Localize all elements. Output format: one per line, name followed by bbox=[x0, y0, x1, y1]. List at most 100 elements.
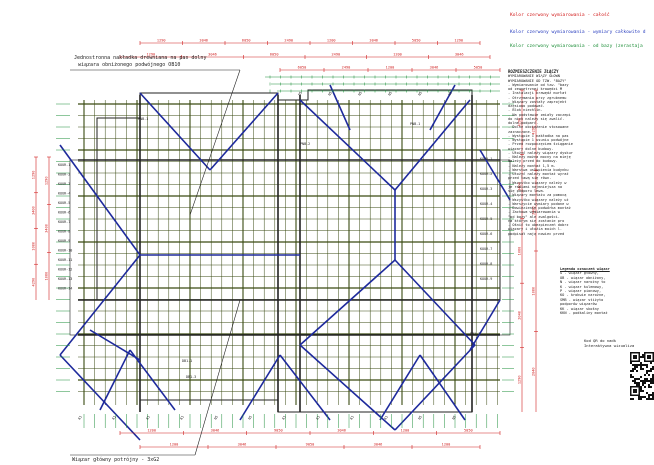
qr-module bbox=[638, 378, 640, 380]
qr-module bbox=[638, 396, 640, 398]
side-note-line: podpisał nają nowiec przed bbox=[508, 231, 565, 236]
qr-module bbox=[648, 380, 650, 382]
hip-rafter bbox=[394, 99, 471, 191]
dim-value: 3400 bbox=[32, 206, 36, 215]
dim-value: 3400 bbox=[45, 224, 49, 233]
qr-module bbox=[650, 386, 652, 388]
legend-green-text: Kolor czerwony wymiarowania - od bazy (z… bbox=[510, 44, 643, 49]
side-notes-list: - Wymiarowanie od tzw. "bazy od zewnętrz… bbox=[508, 83, 654, 236]
side-note-line: - Wszystko wiązary należy w bbox=[508, 180, 567, 185]
truss-label-right: KOUR-6 bbox=[480, 232, 492, 236]
qr-module bbox=[636, 378, 638, 380]
qr-module bbox=[632, 368, 634, 370]
side-note-line: na którym się zostanie pro bbox=[508, 218, 565, 223]
side-note-line: wiązary i ułożia moich l. bbox=[508, 227, 563, 232]
qr-module bbox=[642, 384, 644, 386]
truss-label-left: KOUR-11 bbox=[58, 258, 72, 262]
qr-module bbox=[646, 398, 648, 400]
qr-module bbox=[634, 382, 636, 384]
qr-module bbox=[642, 356, 644, 358]
dim-value: 3046 bbox=[238, 443, 247, 447]
side-note-line: od zewnętrznej krawędzi M bbox=[508, 87, 563, 91]
truss-legend-heading: Legenda oznaczeń wiązar bbox=[560, 267, 610, 271]
dim-value: 3400 bbox=[518, 182, 522, 191]
qr-module bbox=[634, 368, 636, 370]
truss-label-left: KOUR-12 bbox=[58, 268, 72, 272]
dim-value: 1290 bbox=[45, 177, 49, 186]
qr-module bbox=[634, 366, 636, 368]
legend-blue-text: Kolor czerwony wymiarowania - wymiary ca… bbox=[510, 30, 646, 35]
bottom-note: Wiązar główny potrójny - 3xG2 bbox=[72, 457, 160, 463]
dim-value: 1200 bbox=[401, 429, 410, 433]
side-note-line: "od bazy" ale zwalgości. bbox=[508, 214, 560, 219]
qr-module bbox=[642, 382, 644, 384]
truss-label-bottom: K1 bbox=[349, 415, 355, 421]
qr-module bbox=[646, 364, 648, 366]
side-note-line: - Wiązary zostały zaprojekt bbox=[508, 99, 567, 104]
beam-label: PNB-1 bbox=[410, 122, 420, 126]
qr-module bbox=[644, 386, 646, 388]
qr-module bbox=[636, 382, 638, 384]
side-note-line: - Ułożyć należy wiązary dyskur bbox=[508, 150, 573, 155]
dim-value: 1200 bbox=[393, 53, 402, 57]
qr-module bbox=[640, 362, 642, 364]
truss-label-top: N5 bbox=[447, 91, 453, 97]
truss-legend-item: KO - krokwie narożne, bbox=[560, 293, 606, 298]
truss-label-left: KOUR-14 bbox=[58, 287, 72, 291]
qr-module bbox=[652, 380, 654, 382]
hip-rafter bbox=[299, 344, 396, 431]
dim-value: 1080 bbox=[532, 287, 536, 296]
qr-caption-line2: Interaktywna wizualiza bbox=[584, 343, 635, 348]
qr-module bbox=[642, 390, 644, 392]
qr-module bbox=[642, 364, 644, 366]
truss-label-left: KOUR-3 bbox=[58, 182, 70, 186]
truss-label-left: KOUR-5 bbox=[58, 201, 70, 205]
hip-rafter bbox=[429, 84, 456, 131]
qr-code-icon[interactable] bbox=[630, 352, 654, 400]
truss-legend-item: SMB - wiązar stiżyto bbox=[560, 297, 604, 302]
dim-value: 4290 bbox=[518, 118, 522, 127]
dim-value: 2490 bbox=[342, 66, 351, 70]
qr-module bbox=[652, 376, 654, 378]
dim-value: 5050 bbox=[464, 429, 473, 433]
qr-module bbox=[650, 398, 652, 400]
truss-legend-item: K - wiązar kulemowy, bbox=[560, 284, 604, 289]
truss-label-left: KOUR-6 bbox=[58, 211, 70, 215]
dim-value: 1200 bbox=[327, 39, 336, 43]
qr-module bbox=[648, 370, 650, 372]
dim-value: 6050 bbox=[298, 66, 307, 70]
wall-plate bbox=[69, 159, 511, 336]
truss-label-right: KOUR-1 bbox=[480, 157, 492, 161]
qr-module bbox=[646, 370, 648, 372]
hip-rafter bbox=[129, 349, 176, 411]
side-note-line: - Wiązary montażu za pomocą bbox=[508, 193, 567, 198]
hip-rafter bbox=[394, 259, 476, 346]
qr-module bbox=[640, 376, 642, 378]
truss-label-left: KOUR-13 bbox=[58, 277, 72, 281]
dim-value: 3400 bbox=[532, 206, 536, 215]
truss-label-bottom: K1 bbox=[179, 415, 185, 421]
truss-labels: KOUR-1KOUR-2KOUR-3KOUR-4KOUR-5KOUR-6KOUR… bbox=[58, 91, 492, 421]
qr-module bbox=[636, 366, 638, 368]
qr-module bbox=[640, 398, 642, 400]
qr-finder bbox=[633, 355, 637, 359]
side-note-line: - Otrzymania przy zgrubnemu bbox=[508, 95, 567, 100]
side-note-line: do nich należy się zwalić. bbox=[508, 116, 565, 121]
beam-label: DB1-1 bbox=[470, 332, 480, 336]
side-note-line: - Ośnić to ubezpieczeń dobrz bbox=[508, 223, 569, 227]
dim-value: 2490 bbox=[284, 39, 293, 43]
truss-legend-item: KKN - podkaliny montaż bbox=[560, 311, 608, 316]
truss-label-bottom: K1 bbox=[145, 415, 151, 421]
qr-module bbox=[640, 390, 642, 392]
dim-value: 1080 bbox=[45, 272, 49, 281]
beam-label: PNB-1 bbox=[138, 117, 148, 121]
hip-rafter bbox=[239, 354, 281, 421]
hip-rafter bbox=[299, 99, 396, 191]
qr-module bbox=[648, 396, 650, 398]
qr-module bbox=[640, 356, 642, 358]
truss-label-right: KOUR-2 bbox=[480, 172, 492, 176]
qr-module bbox=[646, 378, 648, 380]
qr-module bbox=[642, 380, 644, 382]
dim-value: 1200 bbox=[442, 443, 451, 447]
note-leader bbox=[194, 299, 241, 456]
